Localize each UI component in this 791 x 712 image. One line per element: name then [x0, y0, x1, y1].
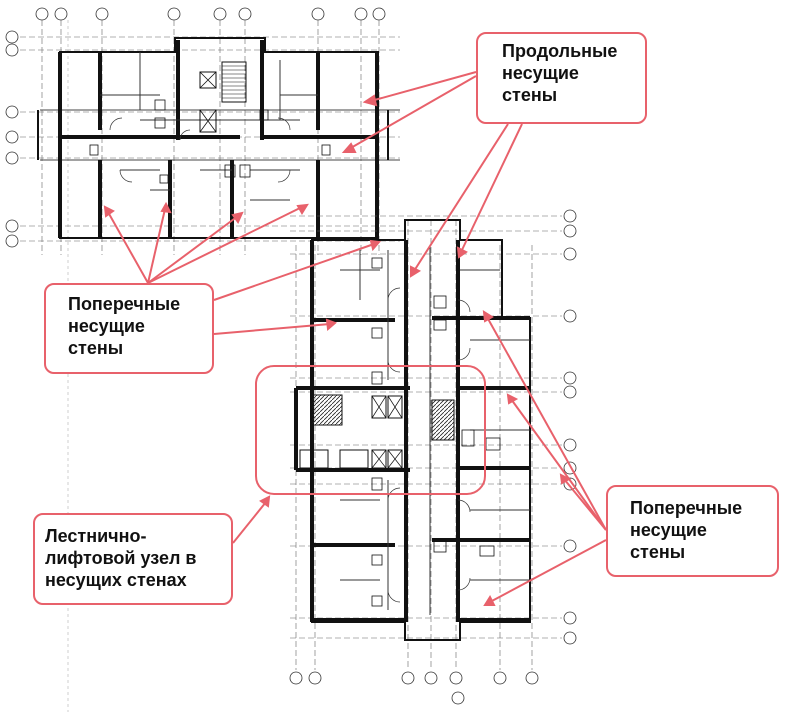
callout-transverse-walls-left: Поперечные несущие стены: [44, 283, 214, 374]
arrow-stair-node: [232, 495, 271, 544]
axis-bubbles-left: [5, 30, 19, 248]
upper-block: [5, 7, 400, 255]
lower-block: [289, 209, 577, 705]
callout-transverse-walls-right: Поперечные несущие стены: [606, 485, 779, 577]
axis-bubbles-right: [563, 209, 577, 645]
arrows-transverse-left: [103, 201, 381, 335]
arrows-transverse-right: [482, 310, 607, 606]
axis-bubbles-top: [35, 7, 386, 21]
axis-bubbles-bottom: [289, 671, 539, 705]
arrows-longitudinal: [341, 71, 523, 278]
stair-lift-node-highlight: [255, 365, 486, 495]
callout-longitudinal-walls: Продольные несущие стены: [476, 32, 647, 124]
callout-stair-lift-node: Лестнично- лифтовой узел в несущих стена…: [33, 513, 233, 605]
callout-arrows: [103, 71, 607, 606]
